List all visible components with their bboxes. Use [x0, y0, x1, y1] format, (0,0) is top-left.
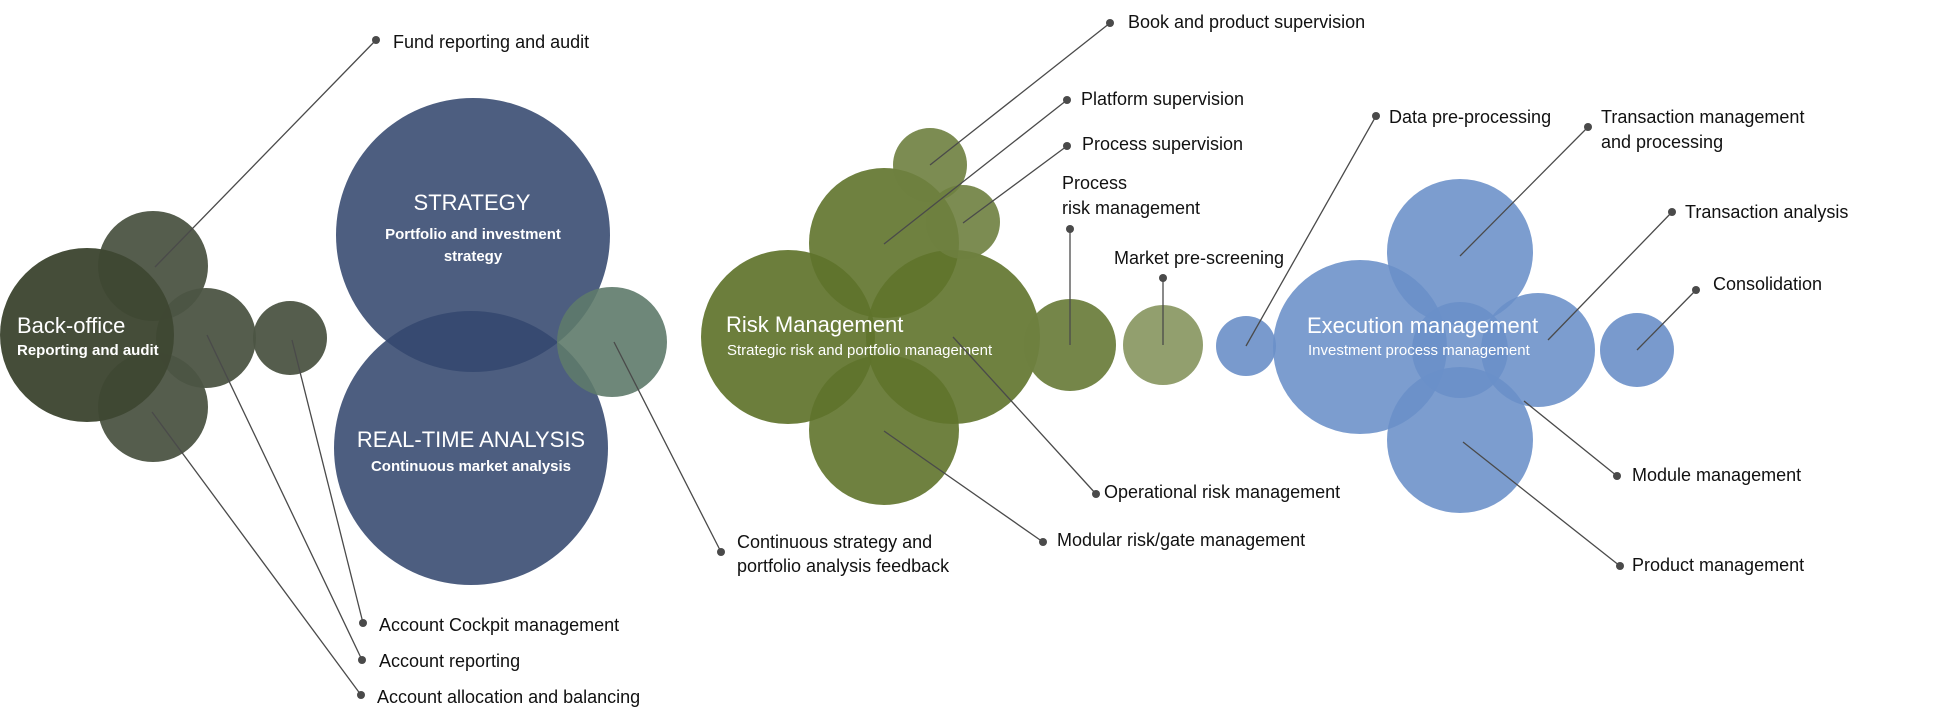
- back-office-main-circle: [0, 248, 174, 422]
- label-platform-supervision: Platform supervision: [1081, 89, 1244, 109]
- label-market-prescreening: Market pre-screening: [1114, 248, 1284, 268]
- module-management-circle: [1412, 302, 1508, 398]
- label-product-management: Product management: [1632, 555, 1804, 575]
- execution-management-title: Execution management: [1307, 313, 1538, 338]
- leader-consolidation: [1636, 289, 1697, 351]
- label-consolidation: Consolidation: [1713, 274, 1822, 294]
- leader-fund-reporting: [154, 39, 377, 268]
- back-office-subtitle: Reporting and audit: [17, 342, 159, 359]
- strategy-subtitle-line1: Portfolio and investment: [385, 226, 561, 243]
- execution-main-circle: [1273, 260, 1447, 434]
- label-data-preprocessing: Data pre-processing: [1389, 107, 1551, 127]
- leader-lines: [151, 19, 1700, 699]
- dot-data-preprocessing: [1372, 112, 1380, 120]
- realtime-analysis-circle: [334, 311, 608, 585]
- label-account-reporting: Account reporting: [379, 651, 520, 671]
- leader-data-preprocessing: [1245, 115, 1377, 347]
- dot-process-risk: [1066, 225, 1074, 233]
- label-operational-risk: Operational risk management: [1104, 482, 1340, 502]
- dot-module-management: [1613, 472, 1621, 480]
- dot-continuous-feedback: [717, 548, 725, 556]
- label-process-risk-line1: Process: [1062, 173, 1127, 193]
- realtime-analysis-subtitle: Continuous market analysis: [371, 458, 571, 475]
- risk-management-subtitle: Strategic risk and portfolio management: [727, 342, 993, 359]
- leader-account-cockpit: [291, 339, 364, 624]
- label-account-cockpit: Account Cockpit management: [379, 615, 619, 635]
- label-process-supervision: Process supervision: [1082, 134, 1243, 154]
- back-office-satellite-mid: [156, 288, 256, 388]
- execution-management-cluster: Execution management Investment process …: [1216, 179, 1674, 513]
- label-modular-risk: Modular risk/gate management: [1057, 530, 1305, 550]
- dot-process-supervision: [1063, 142, 1071, 150]
- strategy-circle: [336, 98, 610, 372]
- platform-supervision-circle: [926, 185, 1000, 259]
- leader-continuous-feedback: [613, 341, 722, 553]
- label-transaction-analysis: Transaction analysis: [1685, 202, 1848, 222]
- dot-fund-reporting: [372, 36, 380, 44]
- back-office-satellite-small: [253, 301, 327, 375]
- dot-product-management: [1616, 562, 1624, 570]
- label-continuous-feedback-line1: Continuous strategy and: [737, 532, 932, 552]
- leader-transaction-analysis: [1547, 211, 1673, 341]
- dot-account-cockpit: [359, 619, 367, 627]
- dot-transaction-analysis: [1668, 208, 1676, 216]
- leader-module-management: [1523, 400, 1618, 477]
- leader-account-allocation: [151, 411, 362, 696]
- label-account-allocation: Account allocation and balancing: [377, 687, 640, 707]
- transaction-management-circle: [1387, 179, 1533, 325]
- risk-lower-circle: [809, 355, 959, 505]
- back-office-cluster: Back-office Reporting and audit: [0, 211, 327, 462]
- continuous-feedback-circle: [557, 287, 667, 397]
- leader-process-supervision: [962, 145, 1068, 224]
- outer-labels: Fund reporting and audit Account Cockpit…: [377, 12, 1848, 707]
- strategy-subtitle-line2: strategy: [444, 248, 503, 265]
- leader-product-management: [1462, 441, 1621, 567]
- leader-modular-risk: [883, 430, 1044, 543]
- back-office-title: Back-office: [17, 313, 125, 338]
- label-book-product: Book and product supervision: [1128, 12, 1365, 32]
- realtime-analysis-title: REAL-TIME ANALYSIS: [357, 427, 585, 452]
- dot-market-prescreening: [1159, 274, 1167, 282]
- label-fund-reporting: Fund reporting and audit: [393, 32, 589, 52]
- label-continuous-feedback-line2: portfolio analysis feedback: [737, 556, 950, 576]
- dot-platform-supervision: [1063, 96, 1071, 104]
- dot-account-allocation: [357, 691, 365, 699]
- leader-book-product: [929, 22, 1111, 166]
- dot-modular-risk: [1039, 538, 1047, 546]
- execution-management-subtitle: Investment process management: [1308, 342, 1531, 359]
- label-module-management: Module management: [1632, 465, 1801, 485]
- leader-platform-supervision: [883, 99, 1068, 245]
- dot-account-reporting: [358, 656, 366, 664]
- dot-transaction-management: [1584, 123, 1592, 131]
- risk-management-cluster: Risk Management Strategic risk and portf…: [701, 128, 1203, 505]
- strategy-title: STRATEGY: [414, 190, 531, 215]
- label-transaction-management-line1: Transaction management: [1601, 107, 1804, 127]
- leader-transaction-management: [1459, 126, 1589, 257]
- leader-account-reporting: [206, 334, 363, 661]
- leader-operational-risk: [952, 336, 1097, 495]
- strategy-cluster: STRATEGY Portfolio and investment strate…: [334, 98, 667, 585]
- dot-operational-risk: [1092, 490, 1100, 498]
- dot-book-product: [1106, 19, 1114, 27]
- risk-management-title: Risk Management: [726, 312, 903, 337]
- dot-consolidation: [1692, 286, 1700, 294]
- label-transaction-management-line2: and processing: [1601, 132, 1723, 152]
- label-process-risk-line2: risk management: [1062, 198, 1200, 218]
- product-management-circle: [1387, 367, 1533, 513]
